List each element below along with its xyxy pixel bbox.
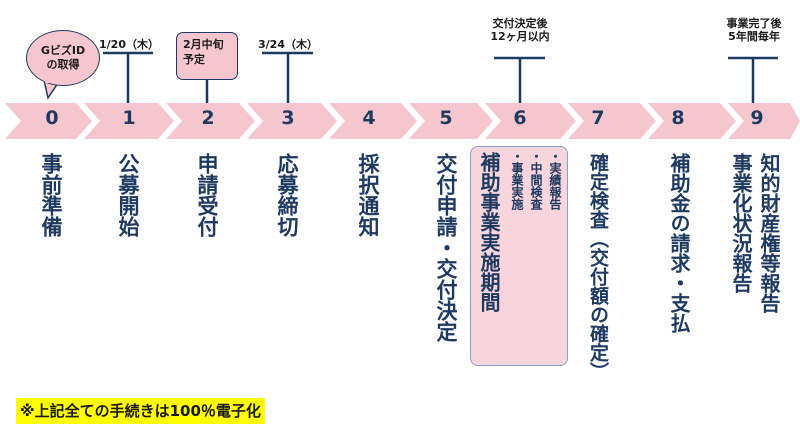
chevron-step-6: [485, 103, 576, 139]
milestone-label-6: 交付決定後 12ヶ月以内: [478, 17, 562, 43]
chevron-step-7: [568, 103, 656, 139]
milestone-label-1: 1/20（木）: [99, 38, 159, 51]
gbiz-bubble-line1: GビズID: [40, 44, 86, 57]
milestone-label-9-line1: 事業完了後: [726, 17, 782, 30]
milestone-marker-3: [262, 51, 313, 103]
chevron-step-3: [247, 103, 337, 139]
step-number-6: 6: [513, 107, 527, 129]
chevron-step-2: [166, 103, 255, 139]
electronic-notice: ※上記全ての手続きは100％電子化: [16, 398, 265, 424]
gbiz-id-bubble: GビズID の取得: [26, 30, 100, 86]
step-label-3: 応募締切: [275, 153, 299, 237]
step-label-1: 公募開始: [116, 153, 140, 237]
step-label-7: 確定検査（交付額の確定）: [587, 153, 609, 381]
chevron-step-4: [329, 103, 417, 139]
step-label-9b: 事業化状況報告: [729, 153, 753, 293]
period-item-2: ・中間検査: [529, 150, 543, 210]
milestone-label-9: 事業完了後 5年間毎年: [712, 17, 796, 43]
period-item-3: ・事業実施: [510, 150, 524, 210]
chevron-step-8: [648, 103, 736, 139]
gbiz-bubble-line2: の取得: [46, 58, 80, 71]
milestone-label-2-line2: 予定: [183, 53, 205, 66]
step-label-0: 事前準備: [39, 153, 63, 237]
milestone-marker-9: [728, 56, 778, 103]
milestone-box-2: 2月中旬 予定: [176, 32, 238, 80]
bubble-tail-join: [45, 78, 59, 83]
milestone-label-6-line1: 交付決定後: [492, 17, 548, 30]
milestone-label-3: 3/24（木）: [258, 38, 318, 51]
step-number-1: 1: [122, 107, 136, 129]
step-number-5: 5: [439, 107, 453, 129]
step-label-6: 補助事業実施期間: [477, 152, 501, 312]
step-label-4: 採択通知: [356, 153, 380, 237]
milestone-label-6-line2: 12ヶ月以内: [490, 30, 550, 43]
step-number-7: 7: [591, 107, 605, 129]
milestone-label-2-line1: 2月中旬: [183, 38, 224, 51]
implementation-period-box: [470, 146, 568, 366]
step-label-9: 知的財産権等報告: [757, 153, 781, 313]
step-label-8: 補助金の請求・支払: [667, 153, 691, 333]
period-item-1: ・実績報告: [548, 150, 562, 210]
step-label-5: 交付申請・交付決定: [434, 153, 458, 342]
step-number-9: 9: [750, 107, 764, 129]
chevron-step-5: [409, 103, 493, 139]
chevron-step-9: [728, 103, 800, 139]
milestone-marker-6: [494, 56, 545, 103]
step-number-2: 2: [201, 107, 215, 129]
step-number-4: 4: [362, 107, 376, 129]
milestone-marker-1: [103, 51, 153, 103]
milestone-label-9-line2: 5年間毎年: [728, 30, 780, 43]
step-number-0: 0: [45, 107, 59, 129]
step-number-3: 3: [281, 107, 295, 129]
step-label-2: 申請受付: [195, 153, 219, 237]
chevron-step-1: [84, 103, 174, 139]
arrow-band: [5, 103, 800, 139]
chevron-step-0: [5, 103, 92, 139]
step-number-8: 8: [671, 107, 685, 129]
